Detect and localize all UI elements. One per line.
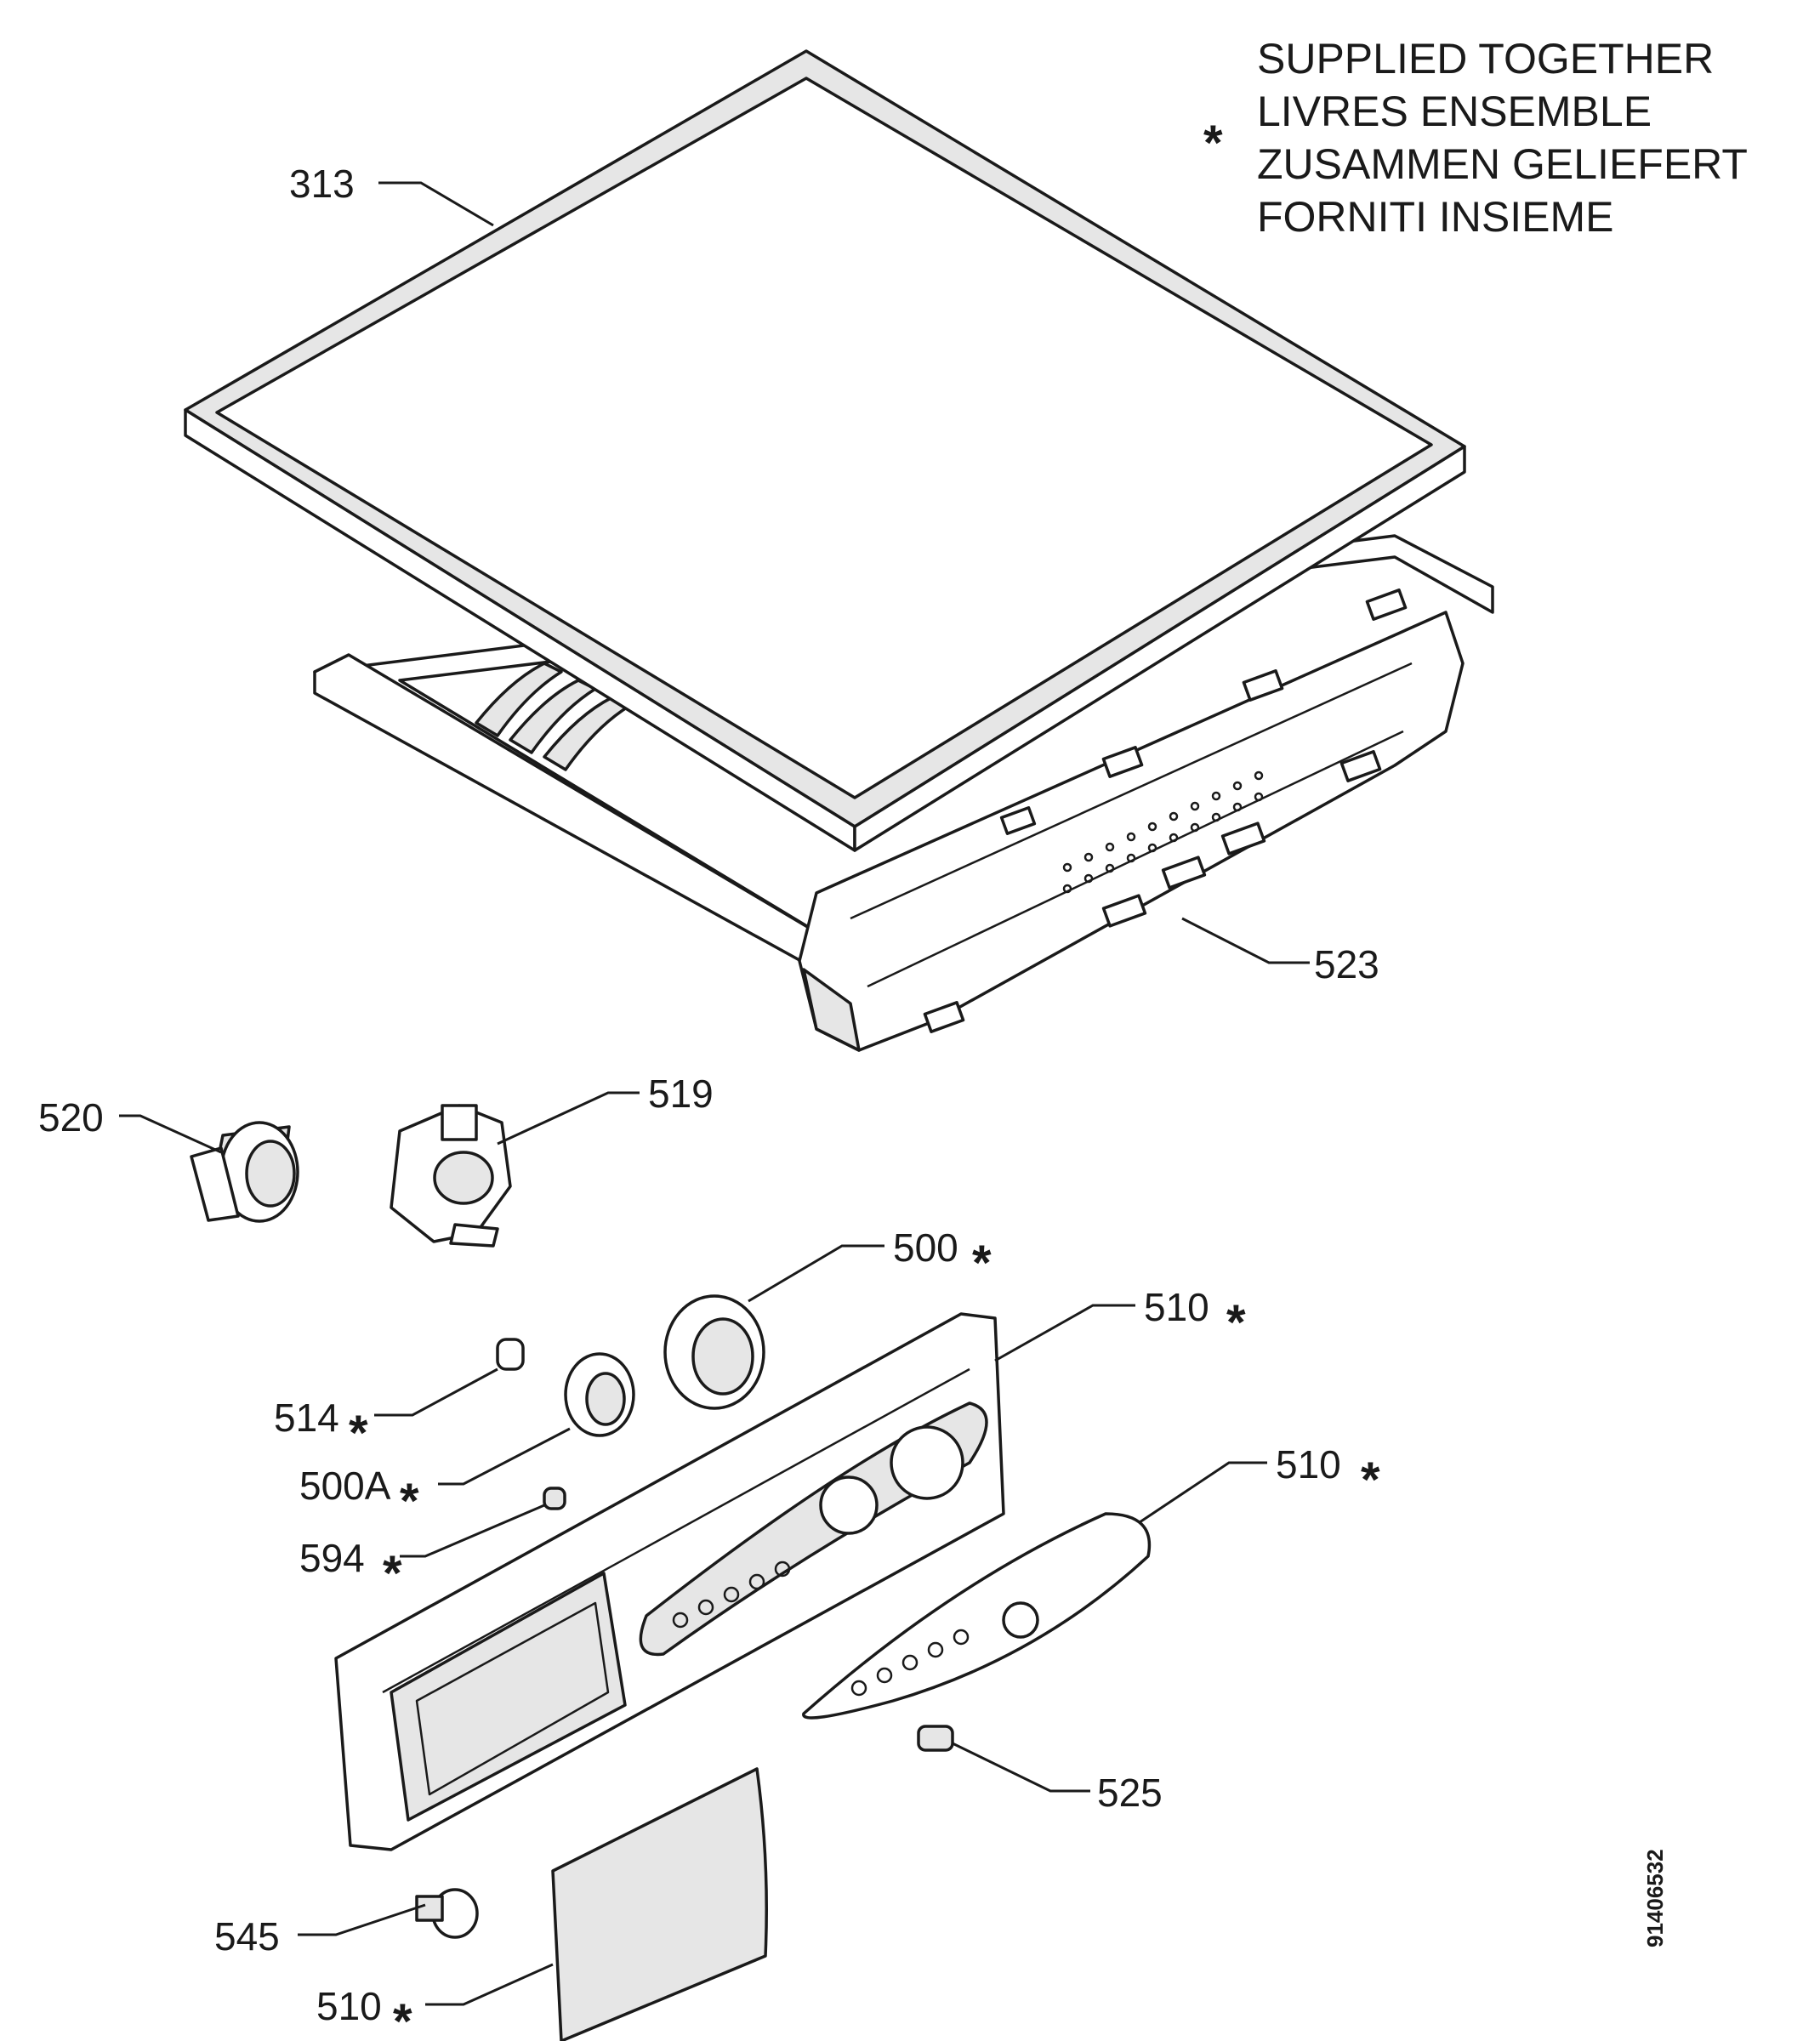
callout-510-door-star: * <box>393 1994 412 2041</box>
part-313-worktop <box>184 49 1466 852</box>
legend: * SUPPLIED TOGETHER LIVRES ENSEMBLE ZUSA… <box>1203 35 1748 241</box>
callout-594-star: * <box>383 1546 402 1601</box>
callout-525: 525 <box>1097 1771 1163 1815</box>
part-525-pin <box>917 1725 954 1752</box>
callout-510-door: 510 <box>316 1984 382 2028</box>
callout-510-overlay: 510 <box>1276 1442 1341 1487</box>
part-514-sleeve <box>496 1338 525 1371</box>
legend-line-de: ZUSAMMEN GELIEFERT <box>1257 140 1748 188</box>
callout-510-panel-star: * <box>1226 1295 1246 1350</box>
part-510-fascia-overlay <box>802 1512 1152 1720</box>
legend-line-en: SUPPLIED TOGETHER <box>1257 35 1714 82</box>
callout-500-star: * <box>972 1236 992 1291</box>
frame-slots <box>923 588 1408 1033</box>
leader-lines <box>119 181 1310 2006</box>
callout-514: 514 <box>274 1396 339 1440</box>
callout-519: 519 <box>648 1072 714 1116</box>
part-510-door <box>551 1767 768 2041</box>
legend-line-fr: LIVRES ENSEMBLE <box>1257 88 1652 135</box>
part-594-pin <box>543 1487 566 1510</box>
part-519 <box>390 1104 512 1248</box>
callout-500: 500 <box>893 1225 958 1270</box>
legend-asterisk: * <box>1203 116 1223 171</box>
callout-510-overlay-star: * <box>1361 1453 1380 1508</box>
callout-510-panel: 510 <box>1144 1285 1209 1329</box>
callout-520: 520 <box>38 1095 104 1140</box>
part-500a-knob <box>564 1352 635 1437</box>
callout-313: 313 <box>289 162 355 206</box>
callout-500a-star: * <box>400 1474 419 1529</box>
part-545-button <box>415 1888 479 1939</box>
part-500-knob <box>663 1294 765 1410</box>
callout-500a: 500A <box>299 1464 391 1508</box>
part-510-control-panel <box>334 1312 1005 1851</box>
legend-line-it: FORNITI INSIEME <box>1257 193 1613 241</box>
document-id: 91406532 <box>1642 1849 1668 1947</box>
callout-523: 523 <box>1314 942 1379 986</box>
callout-labels: 313 523 520 519 500 * 510 * 514 * 500A *… <box>38 162 1380 2041</box>
callout-545: 545 <box>214 1914 280 1959</box>
callout-594: 594 <box>299 1536 365 1580</box>
frame-perforations <box>1062 770 1264 894</box>
part-520 <box>190 1121 299 1223</box>
callout-514-star: * <box>349 1406 368 1461</box>
